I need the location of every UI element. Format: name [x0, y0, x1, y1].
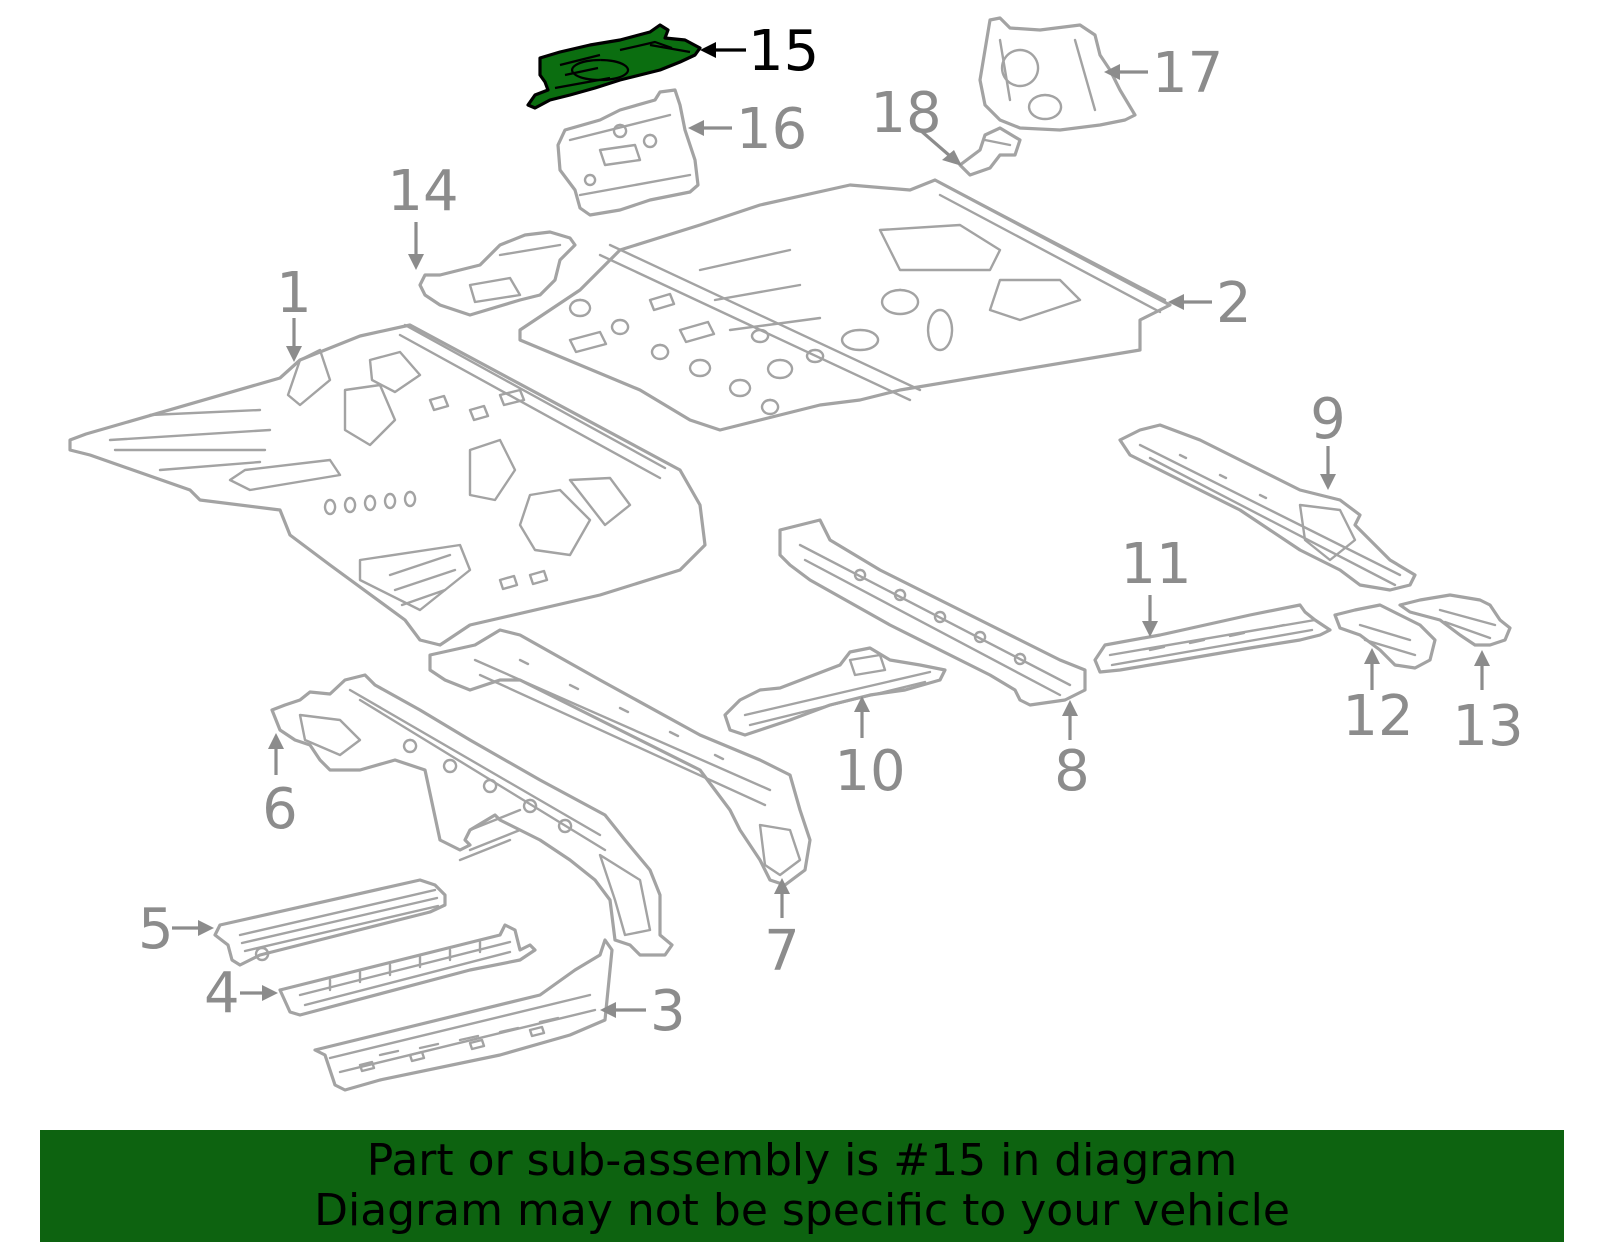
part-6-front-side-member[interactable] — [270, 673, 674, 957]
banner-line-2: Diagram may not be specific to your vehi… — [314, 1185, 1290, 1236]
callout-18: 18 — [870, 81, 941, 146]
part-12-bracket[interactable] — [1333, 603, 1437, 670]
callout-17: 17 — [1152, 41, 1223, 106]
banner-line-1: Part or sub-assembly is #15 in diagram — [366, 1135, 1238, 1186]
info-banner: Part or sub-assembly is #15 in diagram D… — [40, 1130, 1564, 1242]
callout-12: 12 — [1342, 684, 1413, 749]
part-15-highlighted-panel[interactable] — [526, 23, 702, 110]
part-17-wheel-house-panel[interactable] — [978, 16, 1137, 132]
part-4-sill-reinforcement[interactable] — [278, 923, 537, 1017]
part-16-panel[interactable] — [556, 88, 700, 217]
part-7-inner-side-member[interactable] — [428, 628, 812, 887]
callout-4: 4 — [204, 961, 240, 1026]
part-8-center-cross-member[interactable] — [778, 518, 1087, 707]
part-1-front-floor-pan[interactable] — [68, 323, 707, 647]
part-18-small-bracket[interactable] — [958, 126, 1022, 177]
callout-16: 16 — [736, 97, 807, 162]
callout-3: 3 — [650, 979, 686, 1044]
callout-14: 14 — [387, 159, 458, 224]
callout-15: 15 — [748, 19, 819, 84]
callout-7: 7 — [764, 919, 800, 984]
callout-9: 9 — [1310, 387, 1346, 452]
part-13-bracket[interactable] — [1398, 593, 1512, 647]
callout-5: 5 — [138, 897, 174, 962]
callout-2: 2 — [1216, 271, 1252, 336]
callout-13: 13 — [1452, 694, 1523, 759]
callout-numbers: 1 2 3 4 5 6 7 8 9 10 11 12 13 14 15 16 1… — [138, 19, 1524, 1044]
part-2-rear-floor-pan[interactable] — [518, 178, 1172, 432]
part-10-cross-member-bracket[interactable] — [723, 646, 947, 737]
callout-10: 10 — [834, 739, 905, 804]
callout-11: 11 — [1120, 532, 1191, 597]
part-5-step-plate[interactable] — [213, 878, 447, 967]
callout-leaders — [172, 42, 1490, 1018]
part-9-rear-cross-member[interactable] — [1118, 423, 1417, 592]
part-3-rocker-panel[interactable] — [313, 938, 614, 1092]
part-14-wheel-house-cover[interactable] — [418, 230, 577, 317]
callout-6: 6 — [262, 777, 298, 842]
callout-1: 1 — [276, 261, 312, 326]
callout-8: 8 — [1054, 739, 1090, 804]
part-11-cross-member-brace[interactable] — [1093, 603, 1332, 674]
